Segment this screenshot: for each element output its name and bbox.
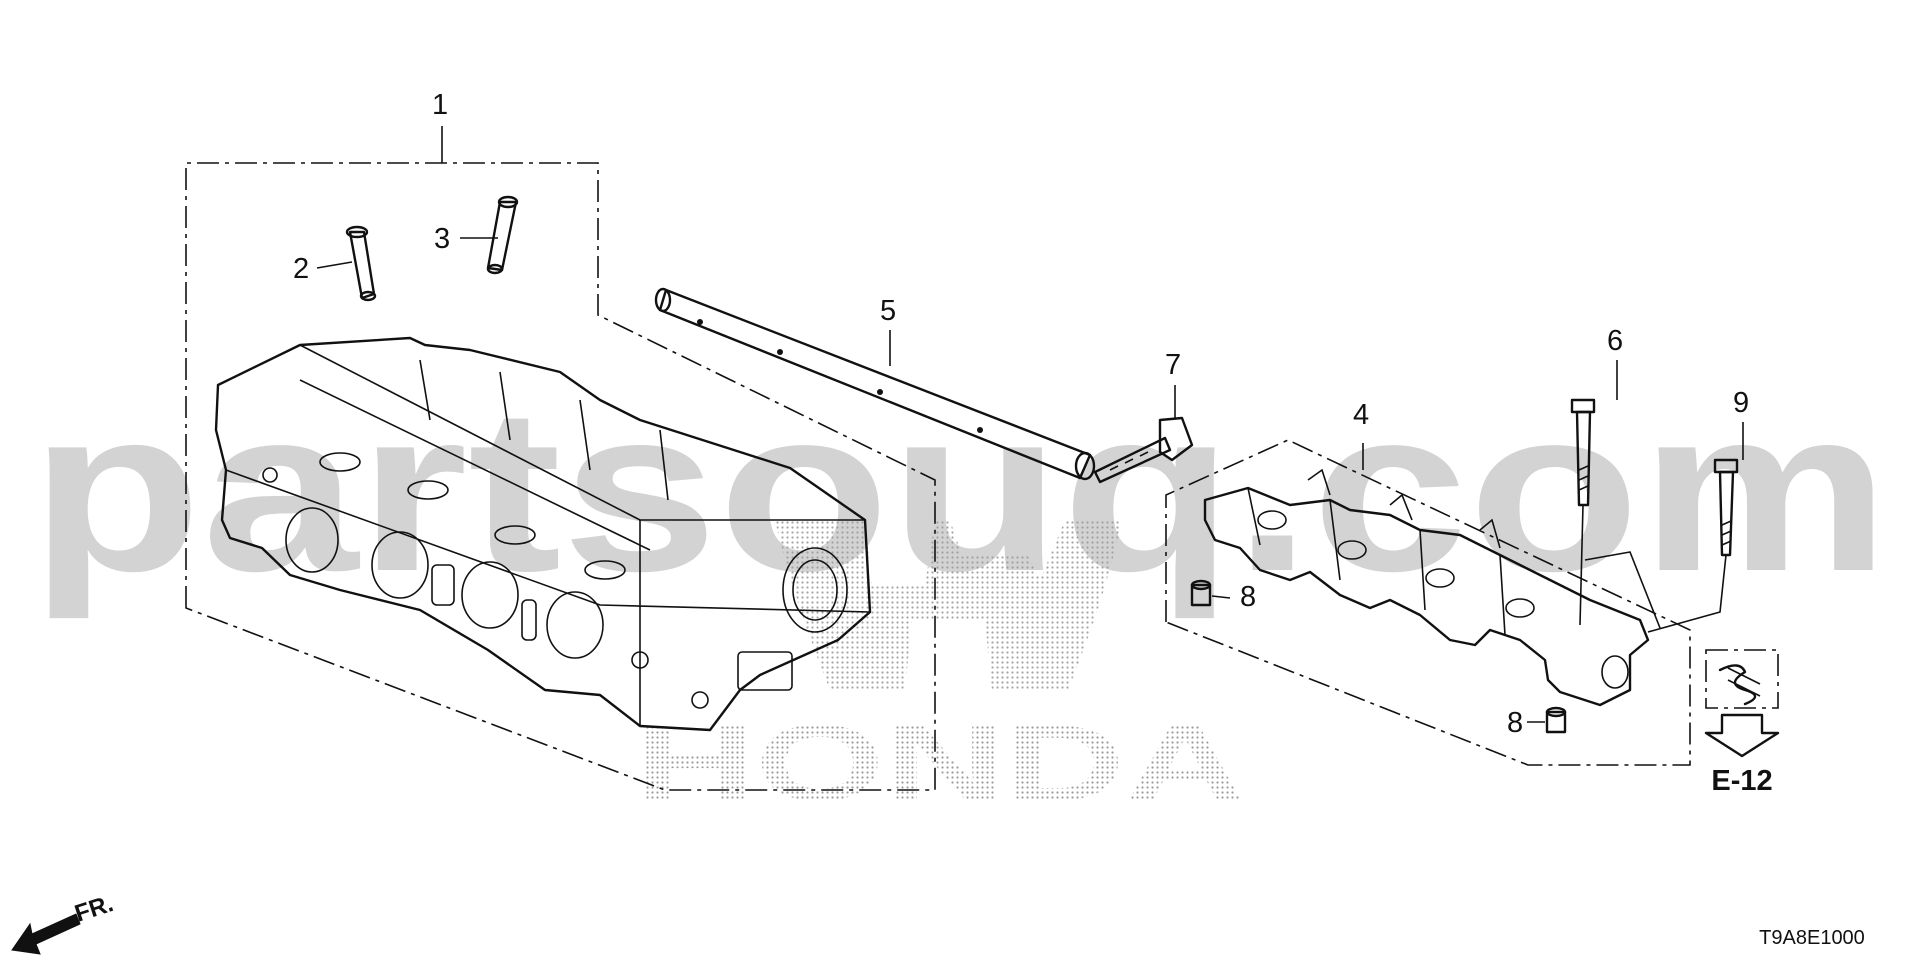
dowel-pin-8b bbox=[1545, 706, 1567, 734]
reference-arrow[interactable]: E-12 bbox=[1704, 713, 1780, 797]
diagram-code: T9A8E1000 bbox=[1759, 927, 1865, 949]
rocker-arm-assembly bbox=[1203, 468, 1650, 707]
spring-detail bbox=[1718, 664, 1761, 706]
valve-guide-2 bbox=[345, 225, 377, 302]
bolt-7 bbox=[1093, 416, 1194, 484]
group-box-rocker bbox=[1165, 439, 1691, 766]
leader-lines bbox=[316, 126, 1744, 723]
callout-4[interactable]: 4 bbox=[1353, 399, 1369, 431]
callout-8b[interactable]: 8 bbox=[1507, 707, 1523, 739]
callout-9[interactable]: 9 bbox=[1733, 387, 1749, 419]
down-arrow-icon bbox=[1704, 713, 1780, 758]
bolt-9 bbox=[1713, 458, 1739, 557]
front-arrow-icon bbox=[11, 913, 81, 955]
honda-h-emblem bbox=[775, 520, 1122, 690]
callout-7[interactable]: 7 bbox=[1165, 349, 1181, 381]
callout-5[interactable]: 5 bbox=[880, 295, 896, 327]
callout-3[interactable]: 3 bbox=[434, 223, 450, 255]
callout-8a[interactable]: 8 bbox=[1240, 581, 1256, 613]
reference-label[interactable]: E-12 bbox=[1711, 765, 1772, 797]
watermark-brand: HONDA bbox=[635, 702, 1245, 823]
bolt-6 bbox=[1570, 398, 1596, 507]
watermark-honda-logo: HONDA bbox=[635, 520, 1245, 823]
front-direction-indicator: FR. bbox=[11, 890, 117, 955]
group-box-head bbox=[185, 162, 936, 791]
callout-6[interactable]: 6 bbox=[1607, 325, 1623, 357]
valve-guide-3 bbox=[486, 195, 519, 275]
dowel-pin-8a bbox=[1190, 579, 1212, 607]
rocker-shaft bbox=[654, 287, 1096, 481]
callout-2[interactable]: 2 bbox=[293, 253, 309, 285]
spring-detail-box bbox=[1705, 649, 1779, 709]
front-label: FR. bbox=[72, 890, 117, 928]
cylinder-head bbox=[214, 336, 872, 732]
callout-1[interactable]: 1 bbox=[432, 89, 448, 121]
